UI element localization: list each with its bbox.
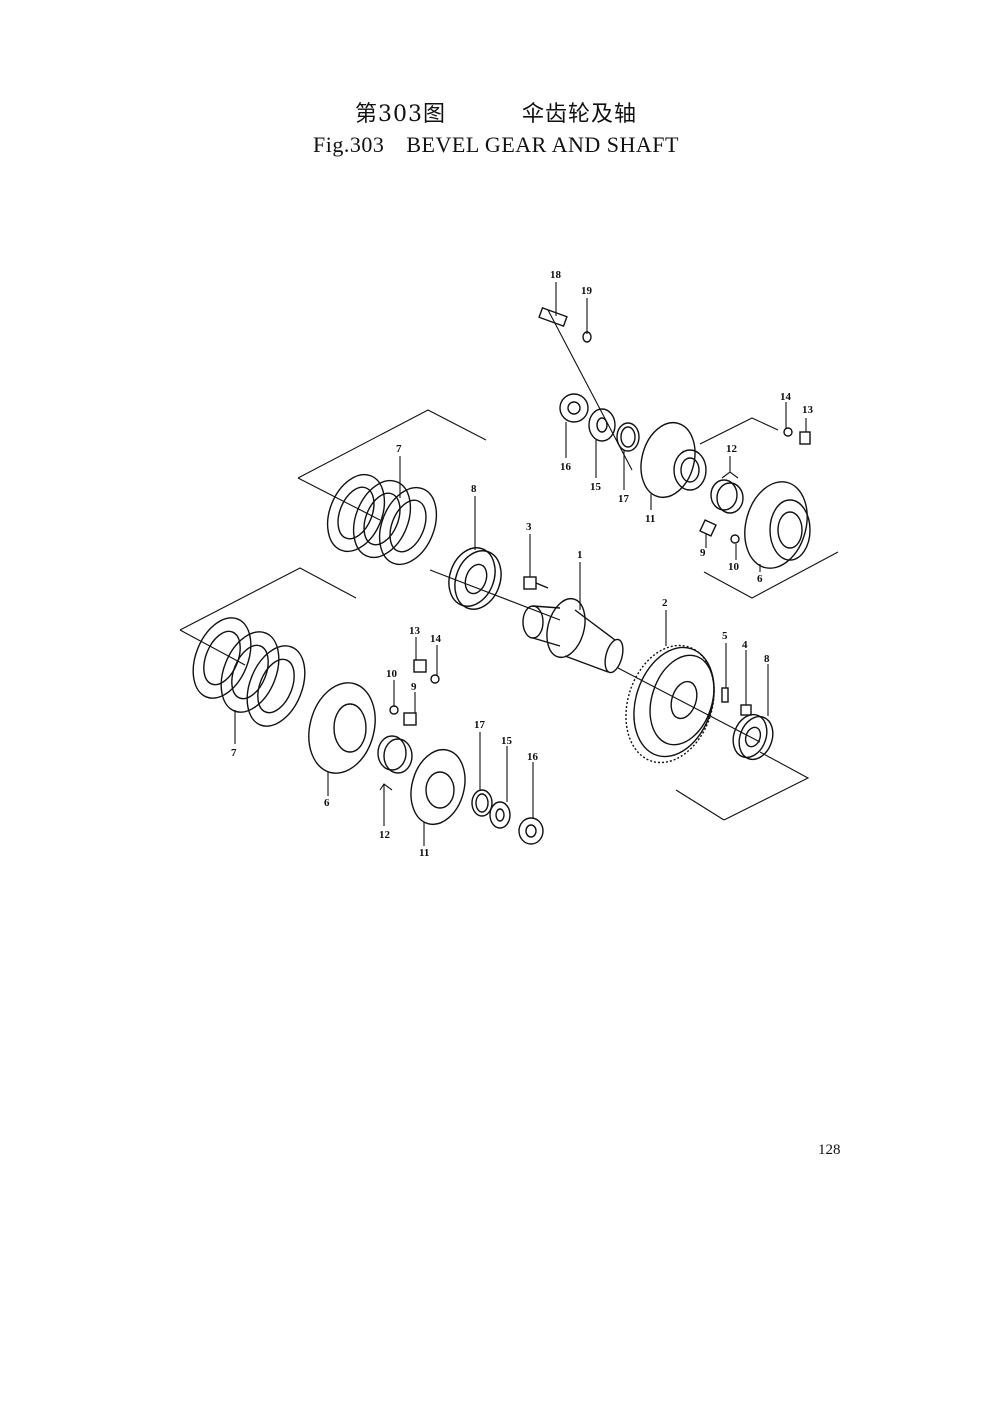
lower-shims-frame-edge	[179, 629, 246, 666]
leader-lines	[234, 282, 807, 846]
callout-1: 1	[577, 549, 583, 561]
nut-16-upper	[559, 393, 589, 423]
upper-bearing	[448, 547, 502, 610]
nut-4	[740, 704, 752, 716]
lock-plate-15-lower	[489, 801, 511, 829]
callout-7-lower: 7	[231, 747, 237, 759]
callout-3: 3	[526, 521, 532, 533]
callout-15-lower: 15	[501, 735, 513, 747]
bolt-18	[538, 306, 568, 328]
bevel-shaft	[522, 597, 624, 674]
washer-10-lower	[389, 705, 399, 715]
bevel-gear	[625, 644, 715, 764]
page-number: 128	[818, 1142, 841, 1158]
o-rings-12-lower	[377, 735, 413, 774]
lower-shim-set	[192, 617, 306, 727]
callout-10-upper: 10	[728, 561, 740, 573]
callout-12-upper: 12	[726, 443, 738, 455]
callout-18: 18	[550, 269, 562, 281]
callout-9-lower: 9	[411, 681, 417, 693]
callout-14-upper: 14	[780, 391, 792, 403]
gear-axis-line	[617, 667, 761, 743]
lower-bearing	[732, 713, 774, 761]
callout-13-upper: 13	[802, 404, 814, 416]
figure-title-chinese: 第303图 伞齿轮及轴	[0, 96, 992, 128]
callout-14-lower: 14	[430, 633, 442, 645]
upper-shim-set	[326, 473, 438, 566]
bolt-9-lower	[403, 712, 417, 726]
cover-6-lower	[308, 682, 376, 774]
callout-19: 19	[581, 285, 593, 297]
figure-name-cn: 伞齿轮及轴	[521, 102, 637, 127]
figure-number-en: Fig.303	[313, 132, 385, 157]
bolt-13-lower	[413, 659, 427, 673]
seal-17-lower	[471, 789, 493, 817]
bolt-13-upper	[799, 431, 811, 445]
upper-shims-frame-edge	[297, 477, 381, 521]
washer-10-upper	[730, 534, 740, 544]
pin-5	[721, 687, 729, 703]
nut-16-lower	[518, 817, 544, 845]
callout-10-lower: 10	[386, 668, 398, 680]
o-rings-12-upper	[710, 479, 744, 514]
callout-6-upper: 6	[757, 573, 763, 585]
bearing-frame	[723, 751, 810, 821]
figure-name-en: BEVEL GEAR AND SHAFT	[406, 132, 679, 157]
callout-16-lower: 16	[527, 751, 539, 763]
callout-6-lower: 6	[324, 797, 330, 809]
callout-17-upper: 17	[618, 493, 630, 505]
cover-6-upper	[744, 481, 811, 569]
lock-plate-15-upper	[588, 408, 616, 442]
callout-5: 5	[722, 630, 728, 642]
bearing-frame-edge	[675, 789, 725, 821]
bearing-cage-11-lower	[410, 748, 466, 826]
callout-16-upper: 16	[560, 461, 572, 473]
callout-9-upper: 9	[700, 547, 706, 559]
callout-12-lower: 12	[379, 829, 391, 841]
seal-17-upper	[616, 422, 640, 452]
callout-2: 2	[662, 597, 668, 609]
callout-7-upper: 7	[396, 443, 402, 455]
lower-shims-frame	[179, 567, 357, 631]
upper-shims-frame	[297, 409, 487, 479]
callout-11-upper: 11	[645, 513, 655, 525]
washer-14-lower	[430, 674, 440, 684]
right-cover-frame	[703, 551, 839, 599]
figure-title-english: Fig.303 BEVEL GEAR AND SHAFT	[0, 132, 992, 158]
callout-17-lower: 17	[474, 719, 486, 731]
callout-8-upper: 8	[471, 483, 477, 495]
right-cover-frame-top	[699, 417, 779, 445]
callout-11-lower: 11	[419, 847, 429, 859]
callout-15-upper: 15	[590, 481, 602, 493]
bolt-9-upper	[699, 519, 717, 537]
callout-13-lower: 13	[409, 625, 421, 637]
washer-14-upper	[783, 427, 793, 437]
bolt-3	[523, 576, 549, 590]
bearing-cage-11-upper	[640, 421, 707, 499]
callout-8-lower: 8	[764, 653, 770, 665]
callout-4: 4	[742, 639, 748, 651]
figure-number-cn: 第303图	[354, 102, 446, 127]
